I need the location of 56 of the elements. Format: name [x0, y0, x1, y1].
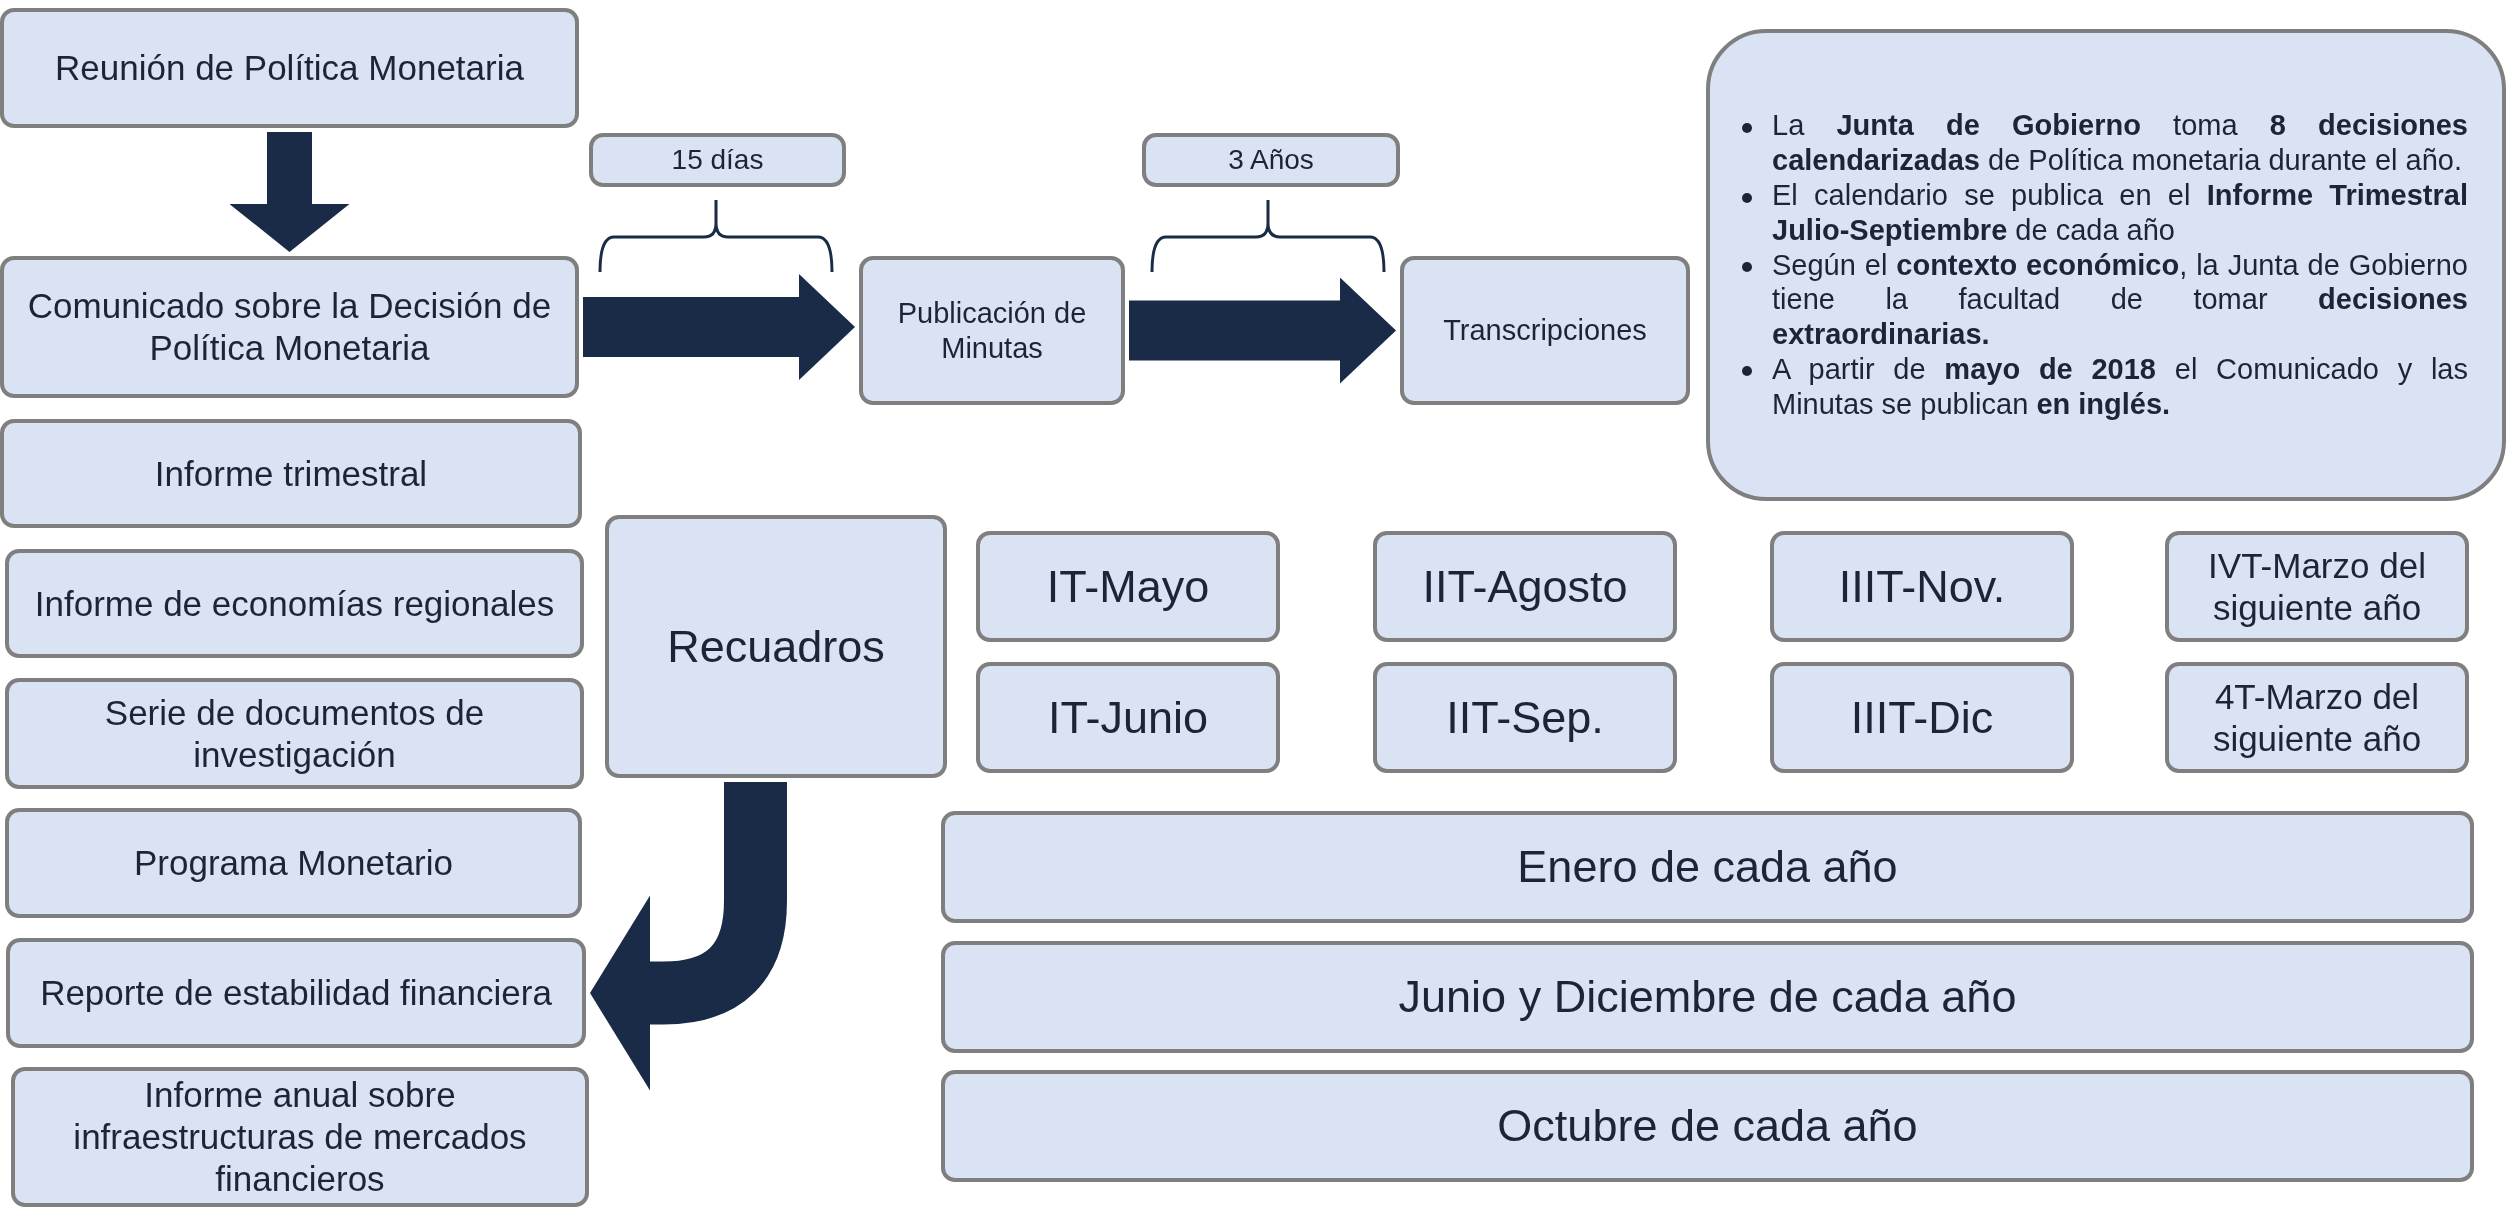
rounded-box [1770, 531, 2074, 642]
rounded-box [1400, 256, 1690, 405]
block-arrow [590, 782, 787, 1091]
box-label: IIT-Agosto [1422, 559, 1628, 614]
box-label: Transcripciones [1443, 313, 1647, 348]
rounded-box [859, 256, 1125, 405]
rounded-box [2165, 662, 2469, 773]
rounded-box [1770, 662, 2074, 773]
box-label: Informe de economías regionales [34, 582, 555, 625]
box-label: 4T-Marzo del siguiente año [2211, 675, 2423, 760]
box-label: IT-Junio [1047, 690, 1209, 745]
box-label: 15 días [671, 143, 764, 177]
rounded-box [605, 515, 947, 778]
box-label: Serie de documentos de investigación [103, 691, 486, 776]
box-label: Recuadros [667, 619, 885, 674]
rounded-box [2165, 531, 2469, 642]
box-label: Programa Monetario [133, 842, 453, 884]
rounded-box [941, 1070, 2474, 1182]
box-label: Reporte de estabilidad financiera [40, 972, 552, 1014]
rounded-box [1373, 531, 1677, 642]
box-label: 3 Años [1228, 143, 1314, 177]
box-label: Comunicado sobre la Decisión de Política Monetaria [26, 285, 553, 369]
rounded-box [5, 808, 582, 918]
box-label: Junio y Diciembre de cada año [1398, 970, 2017, 1024]
block-arrow [229, 132, 350, 252]
box-label: Octubre de cada año [1497, 1099, 1918, 1153]
block-arrow [583, 274, 855, 380]
box-label: Reunión de Política Monetaria [55, 47, 524, 89]
rounded-box [941, 811, 2474, 923]
rounded-box [1373, 662, 1677, 773]
box-label: Informe anual sobre infraestructuras de mercados financieros [72, 1074, 528, 1200]
box-label: IIT-Sep. [1446, 690, 1604, 745]
rounded-box [5, 549, 584, 658]
note-box [1706, 29, 2506, 501]
box-label: IIIT-Nov. [1838, 559, 2006, 614]
rounded-box [941, 941, 2474, 1053]
rounded-box [976, 662, 1280, 773]
box-label: IIIT-Dic [1850, 690, 1994, 745]
box-label: Publicación de Minutas [896, 295, 1088, 366]
rounded-box [976, 531, 1280, 642]
rounded-box [0, 8, 579, 128]
rounded-box [11, 1067, 589, 1207]
rounded-box [5, 678, 584, 789]
rounded-box [1142, 133, 1400, 187]
box-label: Enero de cada año [1517, 840, 1898, 894]
bullet-text: Según el contexto económico, la Junta de Gobierno tiene la facultad de tomar decisiones extraordinarias. [1772, 248, 2468, 351]
block-arrow [1129, 277, 1396, 384]
box-label: IT-Mayo [1046, 559, 1210, 614]
bullet-text: La Junta de Gobierno toma 8 decisiones calendarizadas de Política monetaria durante el año. [1772, 109, 2468, 177]
bullet-text: A partir de mayo de 2018 el Comunicado y las Minutas se publican en inglés. [1772, 353, 2468, 420]
rounded-box [6, 938, 586, 1048]
box-label: Informe trimestral [154, 452, 428, 495]
box-label: IVT-Marzo del siguiente año [2207, 544, 2427, 629]
rounded-box [589, 133, 846, 187]
rounded-box [0, 256, 579, 398]
rounded-box [0, 419, 582, 528]
